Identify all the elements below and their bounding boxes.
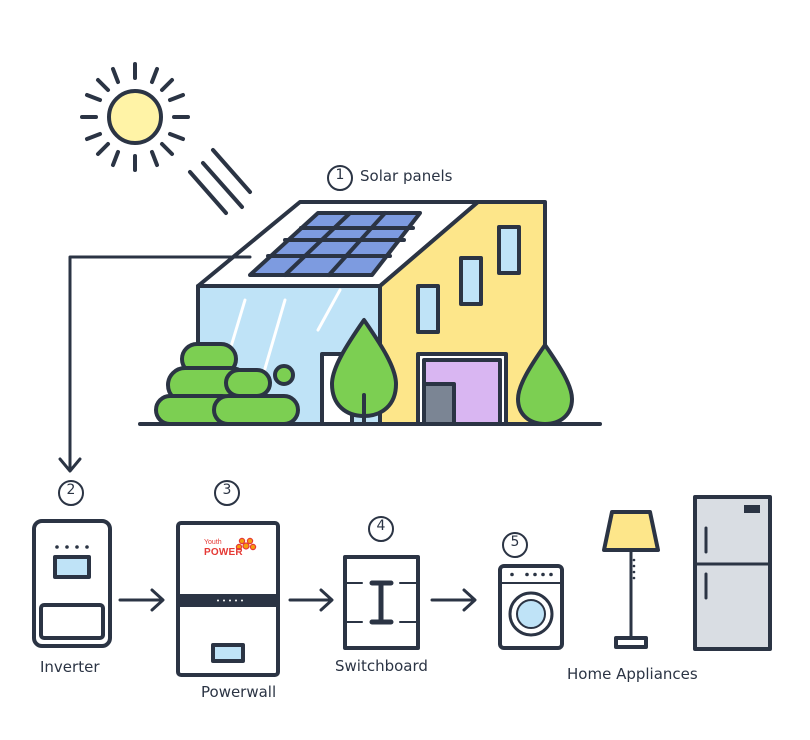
flow-arrow-3 [430, 588, 477, 612]
flow-arrow-2 [288, 588, 334, 612]
sun-rays-icon [188, 148, 252, 215]
inverter-icon [32, 519, 112, 648]
step-1-number: 1 [335, 167, 345, 183]
powerwall-label: Powerwall [201, 683, 277, 701]
step-5-number: 5 [510, 534, 520, 550]
switchboard-icon [343, 555, 420, 650]
step-2-number: 2 [66, 482, 76, 498]
flow-arrow-down [58, 255, 252, 473]
step-4-circle [368, 516, 394, 542]
step-3-number: 3 [222, 482, 232, 498]
sun-icon [80, 62, 190, 172]
step-3-circle [214, 480, 240, 506]
step-4-number: 4 [376, 518, 386, 534]
step-1-circle [327, 165, 353, 191]
solar-panels-label: Solar panels [360, 167, 453, 185]
step-5-circle [502, 532, 528, 558]
inverter-label: Inverter [40, 658, 100, 676]
brand-text-line1: Youth [204, 539, 222, 546]
bushes-icon [154, 342, 300, 426]
refrigerator-icon [693, 495, 772, 651]
tree-icon [330, 318, 398, 426]
flow-arrow-1 [118, 588, 165, 612]
home-appliances-label: Home Appliances [567, 665, 698, 683]
brand-text-line2: POWER [204, 547, 243, 558]
step-2-circle [58, 480, 84, 506]
switchboard-label: Switchboard [335, 657, 428, 675]
brand-logo-icon [235, 537, 257, 551]
powerwall-icon [176, 521, 280, 677]
washing-machine-icon [498, 564, 564, 650]
floor-lamp-icon [602, 510, 660, 649]
